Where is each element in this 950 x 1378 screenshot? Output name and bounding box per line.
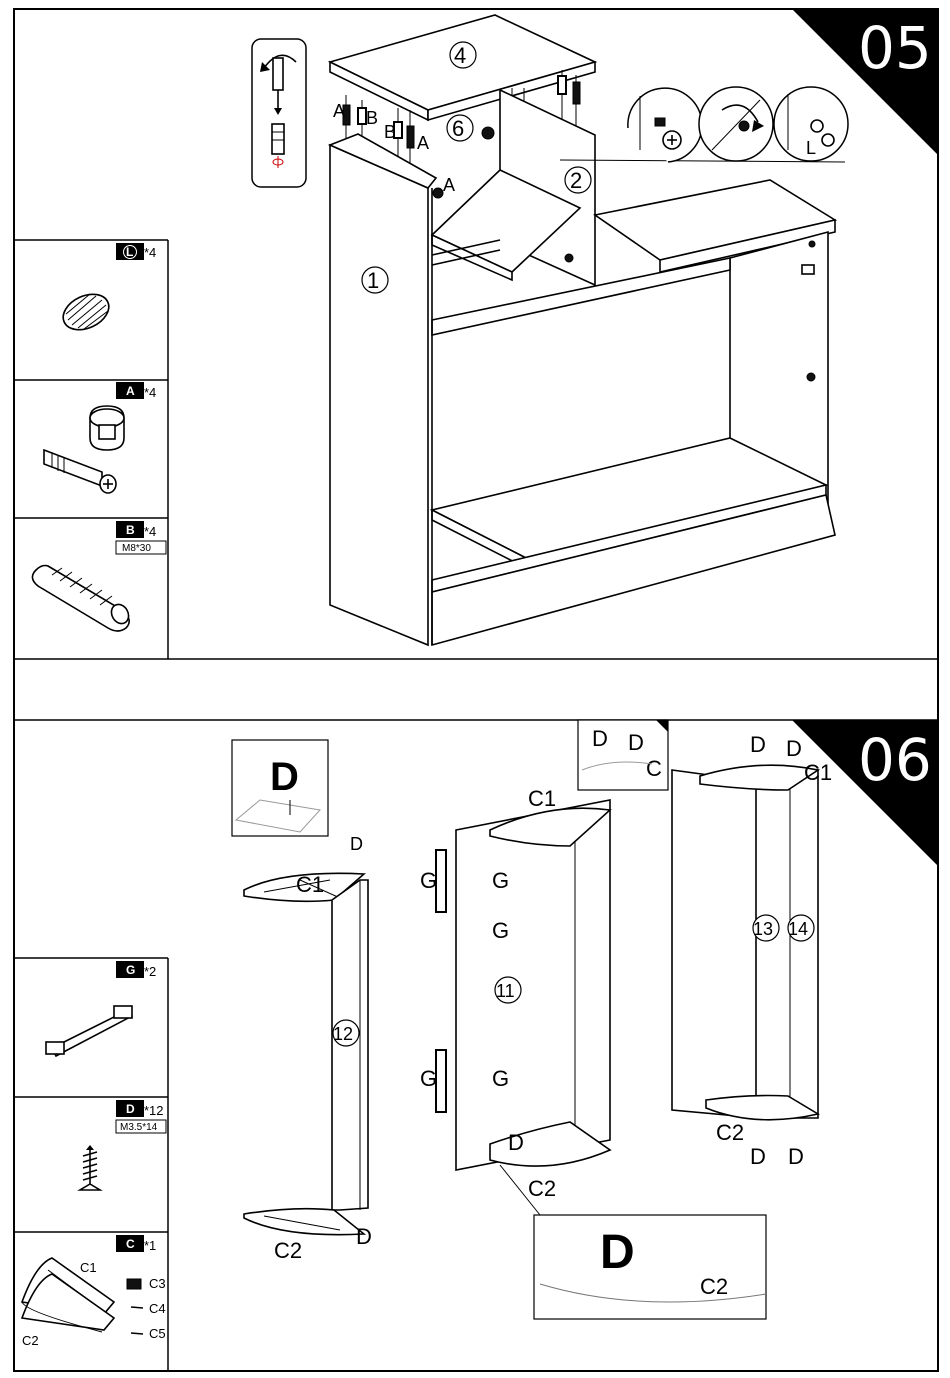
label-g: G [420, 868, 437, 893]
hardware-id: B [126, 523, 135, 537]
label-c1: C1 [804, 760, 832, 785]
label-d: D [750, 1144, 766, 1169]
part-label: 11 [496, 981, 515, 1001]
part-label: 2 [570, 168, 582, 193]
callout-letter: D [270, 755, 299, 799]
part-label: 1 [367, 268, 379, 293]
part-label: 13 [753, 919, 773, 939]
c-part-label: C5 [149, 1326, 166, 1341]
c-part-label: C3 [149, 1276, 166, 1291]
panel-12-assembly: D 12 D C1 C2 D [232, 740, 372, 1263]
label-d: D [788, 1144, 804, 1169]
c-part-label: C2 [22, 1333, 39, 1348]
hardware-item-d: D *12 M3.5*14 [80, 1100, 166, 1190]
label-d: D [628, 730, 644, 755]
hardware-qty: *1 [144, 1238, 156, 1253]
step-06: 06 G *2 D *12 M [14, 720, 938, 1371]
label-d: D [508, 1130, 524, 1155]
hardware-qty: *12 [144, 1103, 164, 1118]
part-label: 6 [452, 116, 464, 141]
callout-c2: C2 [700, 1274, 728, 1299]
hardware-item-g: G *2 [46, 961, 156, 1056]
hardware-spec: M3.5*14 [120, 1122, 158, 1133]
fitting-label-b: B [384, 122, 396, 142]
c-part-label: C4 [149, 1301, 166, 1316]
label-g: G [492, 918, 509, 943]
fitting-label-a: A [443, 175, 455, 195]
label-c2: C2 [528, 1176, 556, 1201]
wooden-dowel-icon [32, 566, 131, 632]
label-c2: C2 [274, 1238, 302, 1263]
hardware-item-c: C *1 C1 C2 C3 C4 C5 [22, 1235, 166, 1348]
hardware-list: G *2 D *12 M3.5*14 [14, 958, 168, 1371]
hardware-id: A [126, 384, 135, 398]
screw-detail-box [534, 1215, 766, 1319]
label-g: G [492, 1066, 509, 1091]
handle-icon [46, 1006, 132, 1056]
hardware-qty: *4 [144, 245, 156, 260]
panel-1: 1 [330, 134, 436, 645]
hardware-id: D [126, 1102, 135, 1116]
hardware-item-a: A *4 [44, 382, 156, 493]
label-c: C [646, 756, 662, 781]
label-c1: C1 [528, 786, 556, 811]
c-part-label: C1 [80, 1260, 97, 1275]
hardware-item-b: B *4 M8*30 [32, 521, 166, 631]
label-c1: C1 [296, 872, 324, 897]
fitting-label-b: B [366, 108, 378, 128]
cam-lock-detail [628, 88, 702, 162]
label-d: D [592, 726, 608, 751]
hardware-id: G [126, 963, 135, 977]
label-d: D [356, 1224, 372, 1249]
plug-insert-detail: L [774, 87, 848, 161]
label-g: G [420, 1066, 437, 1091]
screw-icon [80, 1145, 100, 1190]
fitting-label-a: A [333, 101, 345, 121]
step-number: 05 [858, 14, 932, 82]
detail-label: L [806, 138, 816, 158]
label-d: D [786, 736, 802, 761]
hardware-spec: M8*30 [122, 543, 151, 554]
hardware-id: L [126, 245, 133, 259]
rotate-detail [699, 87, 773, 161]
label-c2: C2 [716, 1120, 744, 1145]
panel-4: 4 [330, 15, 595, 120]
hardware-qty: *4 [144, 385, 156, 400]
hardware-qty: *2 [144, 964, 156, 979]
hardware-item-l: L *4 [57, 243, 156, 337]
step-05: 05 L *4 [14, 9, 938, 659]
hardware-id: C [126, 1237, 135, 1251]
panels-13-14-assembly: 13 14 D D C1 C2 D D D D C [578, 720, 832, 1169]
callout-letter: D [600, 1226, 635, 1279]
step-number: 06 [858, 726, 932, 794]
label-d: D [350, 834, 363, 854]
wood-plug-icon [57, 287, 114, 336]
hardware-list: L *4 A *4 [14, 240, 168, 659]
label-d: D [750, 732, 766, 757]
cam-lock-icon [44, 406, 124, 493]
part-label: 14 [788, 919, 808, 939]
screwdriver-callout [252, 39, 306, 187]
hardware-qty: *4 [144, 524, 156, 539]
label-g: G [492, 868, 509, 893]
part-label: 4 [454, 43, 466, 68]
corner-bracket-icon: C1 C2 C3 C4 C5 [22, 1258, 166, 1348]
fitting-label-a: A [417, 133, 429, 153]
part-label: 12 [333, 1024, 353, 1044]
